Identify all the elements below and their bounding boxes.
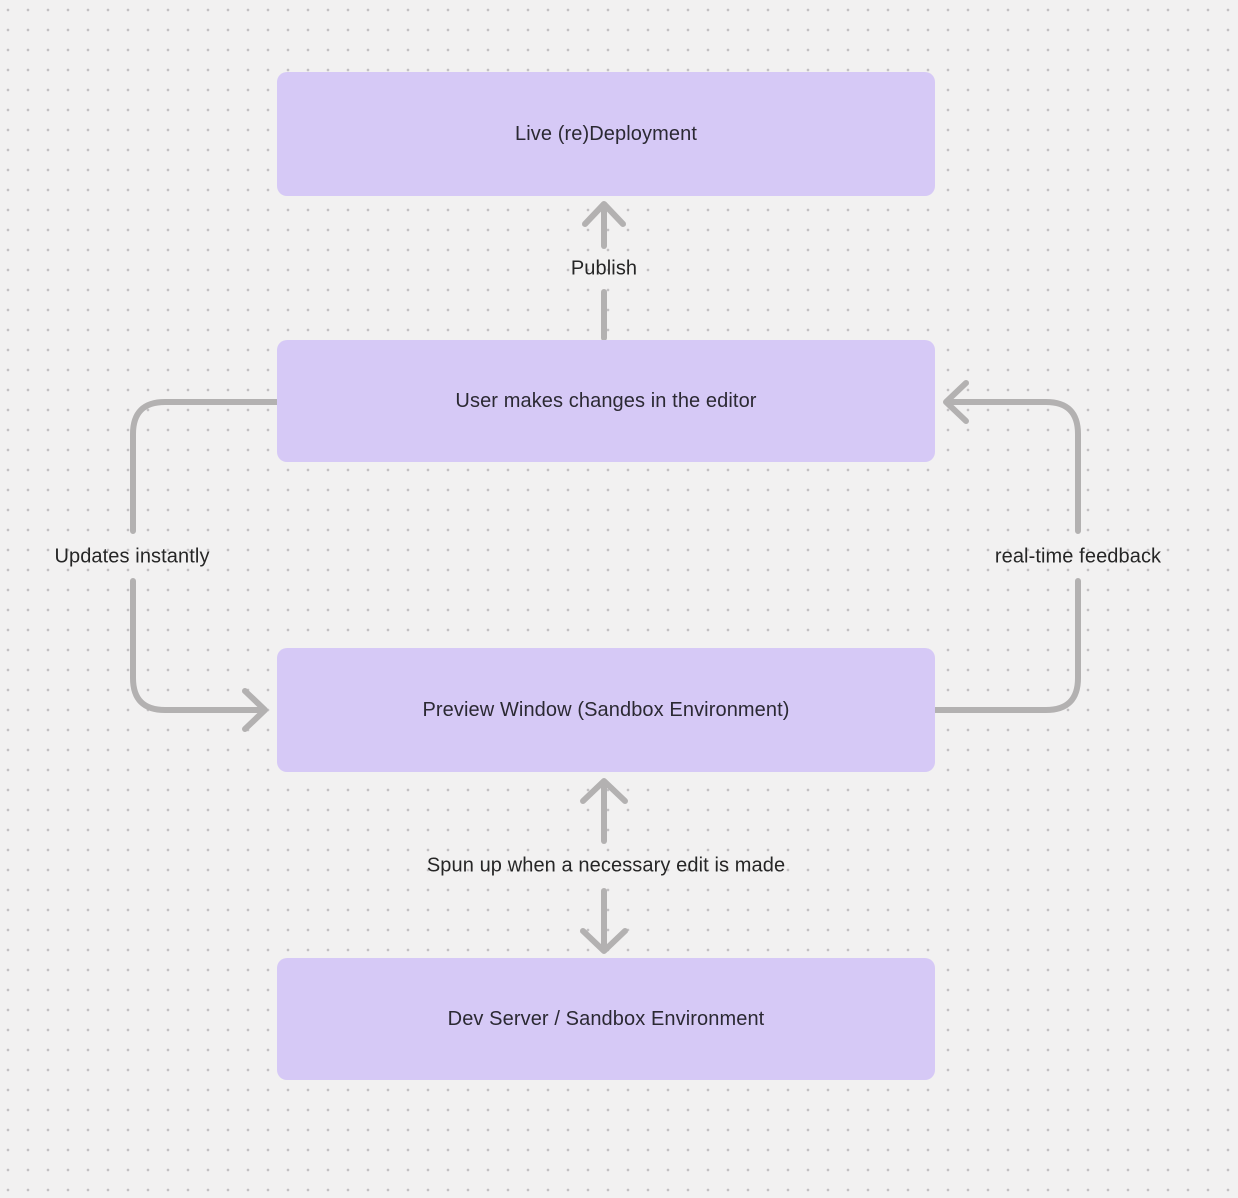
edge-label-updates-instantly: Updates instantly — [54, 545, 210, 568]
node-dev-server: Dev Server / Sandbox Environment — [277, 958, 935, 1080]
arrowhead-down-spunup — [580, 928, 628, 954]
node-label: Dev Server / Sandbox Environment — [447, 1007, 765, 1030]
node-preview-window: Preview Window (Sandbox Environment) — [277, 648, 935, 772]
arrowhead-right-updates — [242, 688, 268, 732]
edge-label-realtime-feedback: real-time feedback — [994, 545, 1162, 568]
edge-label-publish: Publish — [570, 257, 638, 280]
arrowhead-left-feedback — [943, 380, 969, 424]
arrowhead-up-publish — [582, 201, 626, 227]
node-user-editor: User makes changes in the editor — [277, 340, 935, 462]
node-label: Preview Window (Sandbox Environment) — [422, 698, 790, 721]
node-label: Live (re)Deployment — [515, 122, 697, 145]
node-live-redeployment: Live (re)Deployment — [277, 72, 935, 196]
edge-label-spun-up: Spun up when a necessary edit is made — [426, 854, 786, 877]
node-label: User makes changes in the editor — [455, 389, 757, 412]
arrowhead-up-spunup — [580, 778, 628, 804]
